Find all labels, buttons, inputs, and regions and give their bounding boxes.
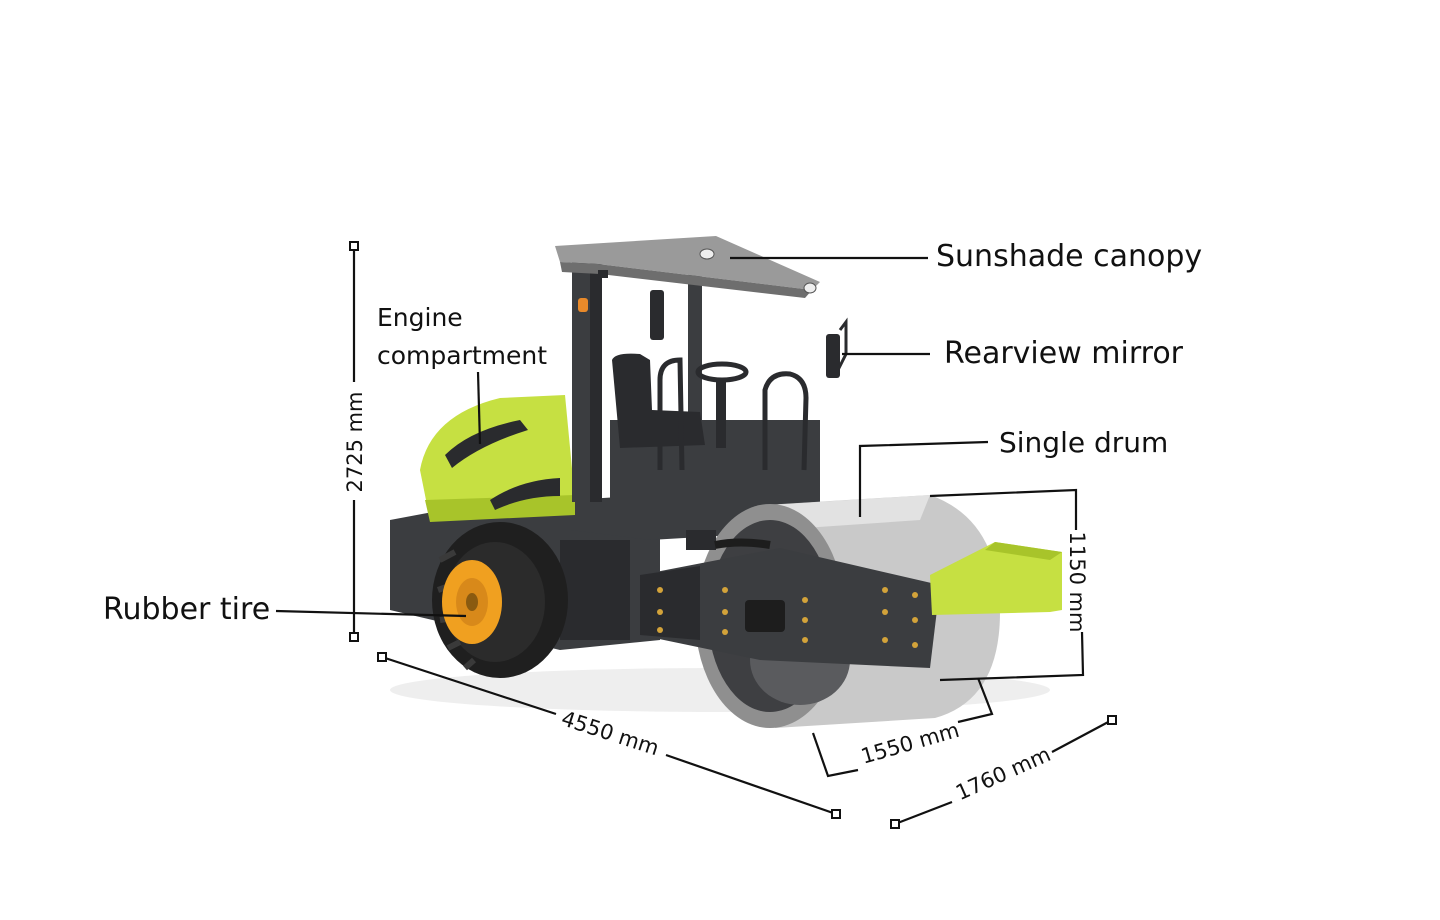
- engine-label-line2: compartment: [377, 341, 547, 370]
- rearview-mirror-label: Rearview mirror: [944, 336, 1184, 371]
- engine-compartment: [420, 395, 575, 522]
- dimension-drum-diameter: 1150 mm: [929, 488, 1089, 682]
- drum-width-dimension-text: 1550 mm: [858, 718, 962, 769]
- overall-length-dimension-text: 4550 mm: [558, 706, 662, 760]
- sunshade-canopy-label: Sunshade canopy: [936, 239, 1202, 274]
- height-dimension-text: 2725 mm: [343, 391, 367, 492]
- callout-rearview-mirror: Rearview mirror: [842, 336, 1184, 371]
- callout-single-drum: Single drum: [858, 426, 1168, 517]
- road-roller-illustration: [390, 236, 1062, 728]
- drum-side-beam: [930, 542, 1062, 615]
- rearview-mirror: [650, 290, 848, 378]
- single-drum-label: Single drum: [999, 426, 1168, 459]
- drum-diameter-dimension-text: 1150 mm: [1065, 531, 1089, 632]
- callout-rubber-tire: Rubber tire: [103, 592, 467, 627]
- sunshade-canopy: [555, 236, 820, 298]
- engine-label-line1: Engine: [377, 303, 463, 332]
- drum-frame: [640, 530, 940, 668]
- rear-rubber-tire: [432, 522, 568, 678]
- overall-width-dimension-text: 1760 mm: [952, 742, 1054, 805]
- callout-engine-compartment: Engine compartment: [377, 303, 547, 445]
- operator-cabin: [572, 262, 820, 502]
- callout-sunshade-canopy: Sunshade canopy: [730, 239, 1202, 274]
- dimension-height: 2725 mm: [343, 241, 367, 642]
- rubber-tire-label: Rubber tire: [103, 592, 270, 627]
